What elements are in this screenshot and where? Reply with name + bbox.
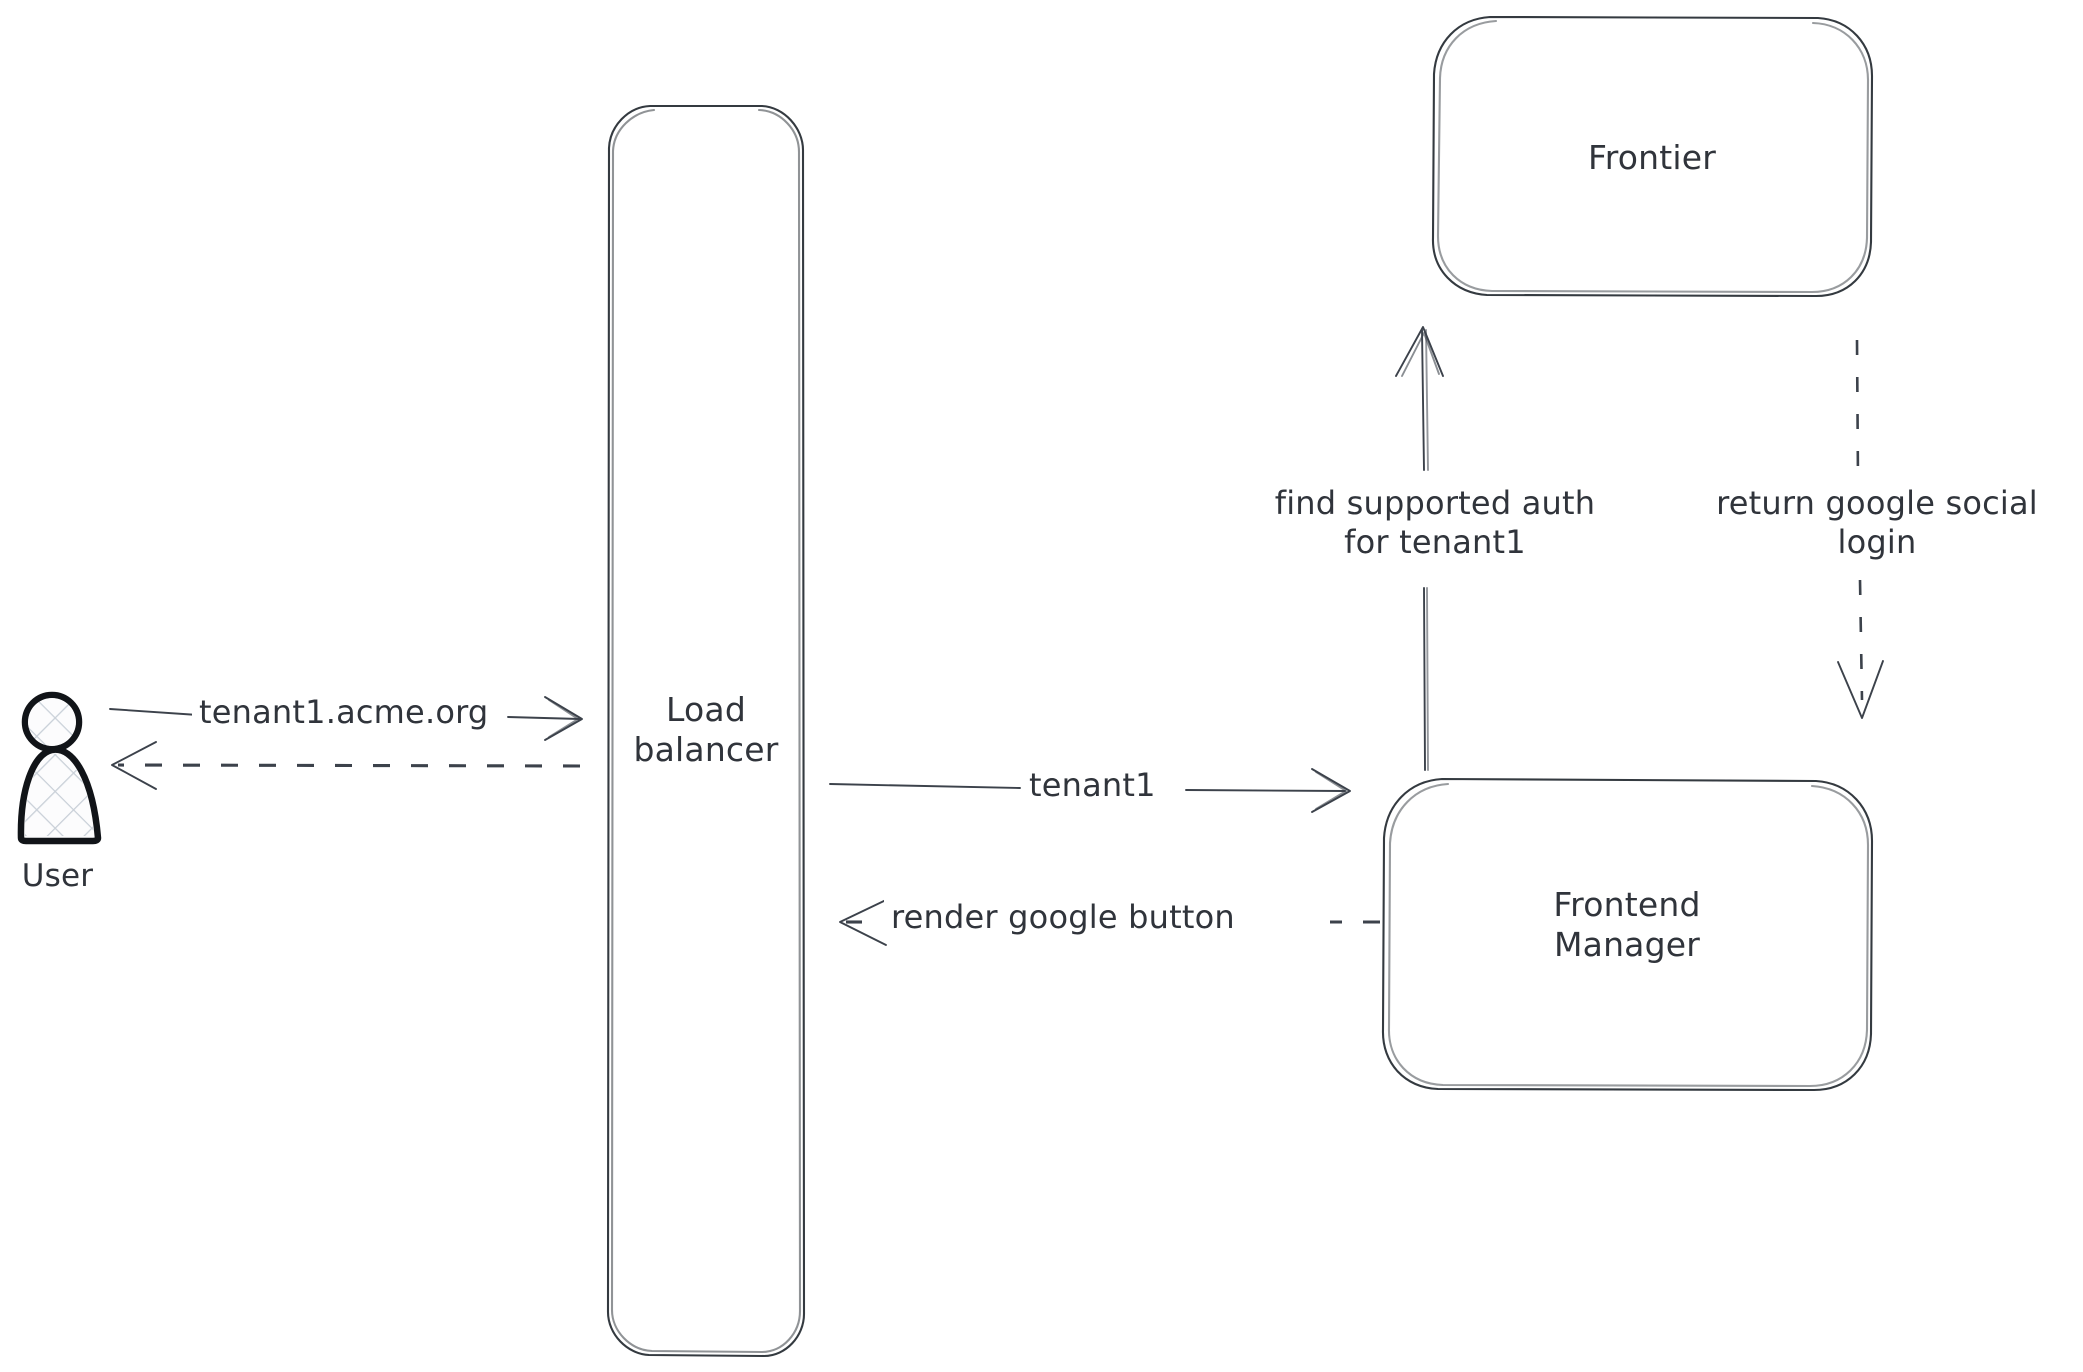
node-label-frontier: Frontier (1587, 138, 1717, 177)
return-login-line2: login (1837, 523, 1917, 562)
edge-label-find-supported-auth: find supported auth for tenant1 (1208, 484, 1662, 563)
edge-label-tenant1: tenant1 (1022, 766, 1163, 806)
return-login-line1: return google social (1716, 484, 2038, 522)
load-balancer-label-line2: balancer (633, 730, 779, 770)
node-load-balancer[interactable] (606, 104, 806, 1358)
edge-label-return-google-social-login: return google social login (1660, 484, 2083, 563)
load-balancer-label-line1: Load (666, 690, 746, 729)
edge-fm-to-lb (839, 899, 1380, 946)
node-frontend-manager[interactable] (1381, 777, 1874, 1092)
edge-lb-to-user (111, 741, 581, 790)
frontend-manager-label-line2: Manager (1553, 925, 1701, 965)
edge-fm-to-frontier (1395, 326, 1444, 771)
node-label-load-balancer: Load balancer (608, 690, 804, 771)
node-label-frontend-manager: Frontend Manager (1382, 885, 1872, 966)
frontend-manager-label-line1: Frontend (1553, 885, 1701, 924)
find-auth-line2: for tenant1 (1344, 523, 1526, 562)
edge-lb-to-fm (829, 768, 1351, 813)
edge-label-tenant1-acme-org: tenant1.acme.org (192, 693, 496, 733)
node-frontier[interactable] (1431, 15, 1874, 298)
edge-frontier-to-fm (1837, 339, 1884, 719)
find-auth-line1: find supported auth (1274, 484, 1596, 522)
edge-label-render-google-button: render google button (884, 898, 1242, 938)
actor-label-user: User (21, 858, 94, 894)
edge-user-to-lb (109, 696, 583, 741)
node-user-actor[interactable] (17, 691, 102, 845)
